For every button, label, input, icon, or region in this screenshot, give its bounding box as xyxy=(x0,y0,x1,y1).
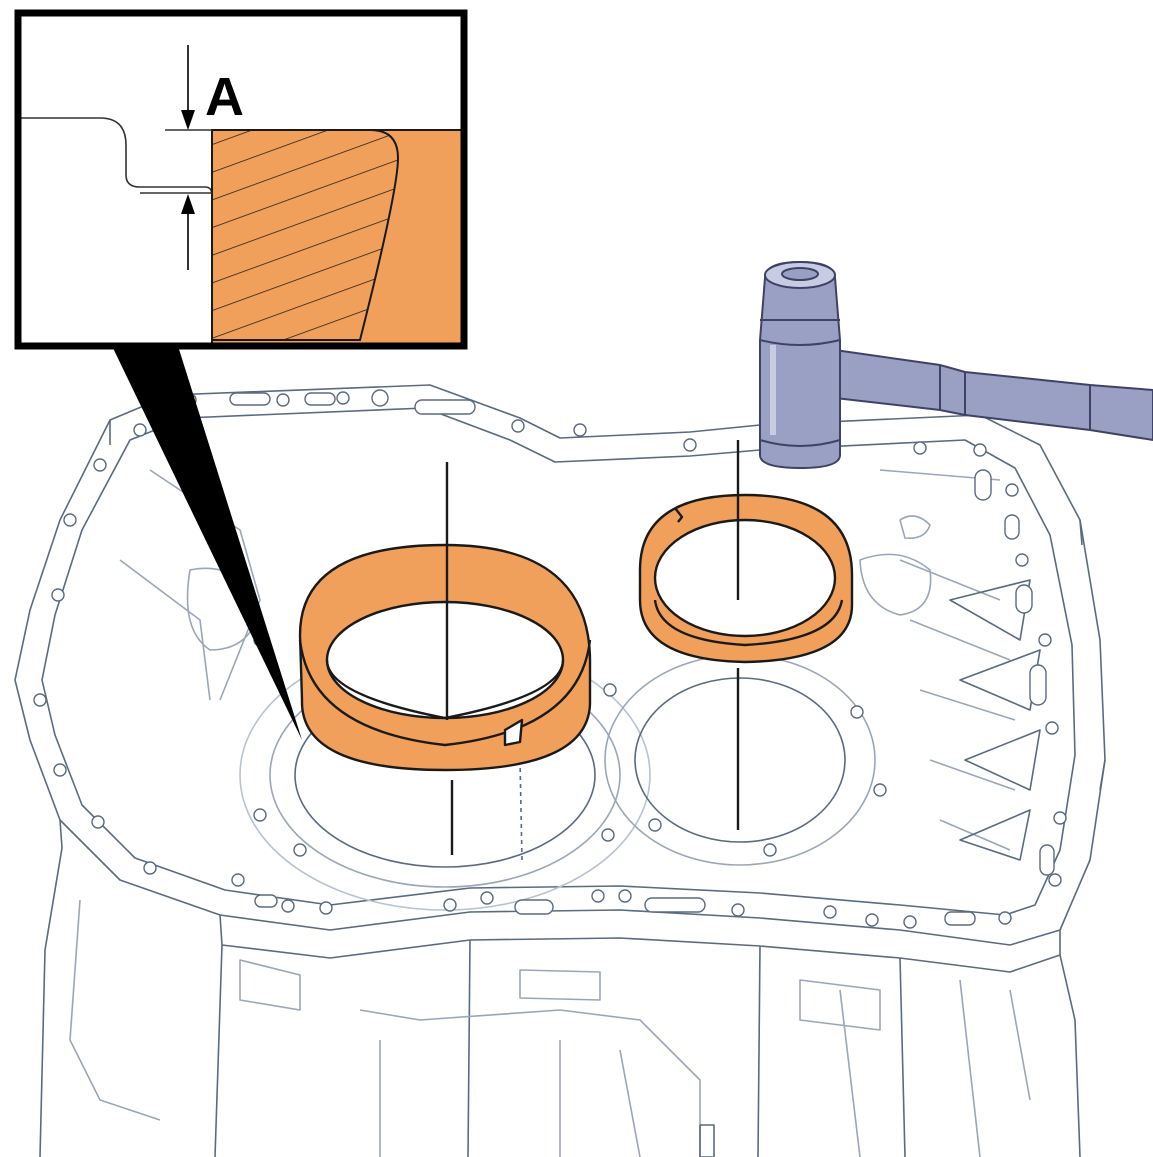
detail-callout-pointer xyxy=(112,346,302,740)
flange-bolt-holes xyxy=(33,389,1067,929)
gearbox-housing xyxy=(14,384,1106,1157)
dimension-label-a: A xyxy=(205,67,244,127)
housing-flange-inner xyxy=(41,407,1076,916)
right-bore xyxy=(634,677,846,843)
bore-profile-line xyxy=(18,117,213,346)
right-bearing-ring-icon xyxy=(638,493,854,664)
housing-flange-outline xyxy=(14,384,1106,946)
hammer-icon xyxy=(759,260,1153,470)
housing-lower-body xyxy=(39,847,1081,1157)
left-bearing-ring-icon xyxy=(298,543,592,772)
hammer-handle xyxy=(834,348,1153,442)
detail-view: A xyxy=(14,9,468,350)
bearing-section-hatched xyxy=(211,129,400,341)
